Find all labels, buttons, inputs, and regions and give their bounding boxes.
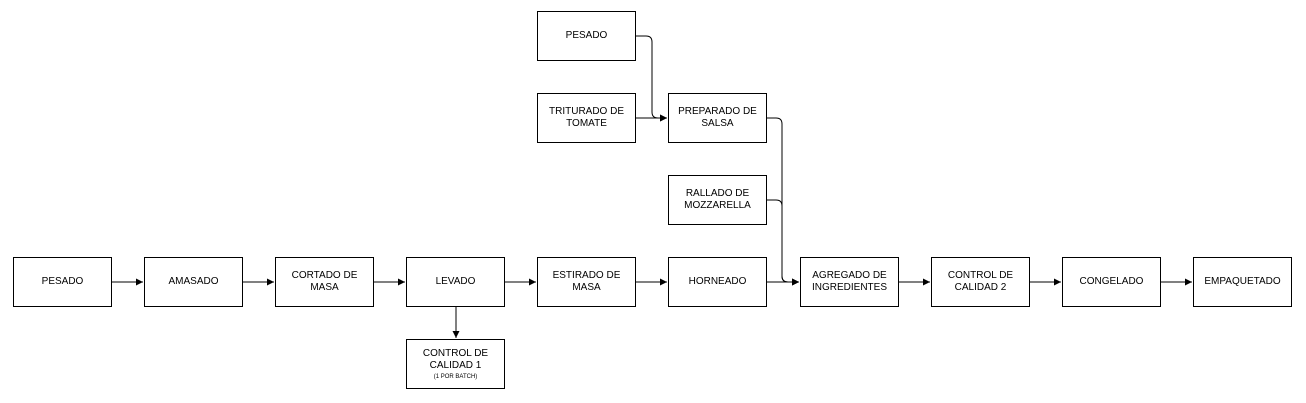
node-estirado-de-masa: ESTIRADO DE MASA xyxy=(537,257,636,307)
node-horneado: HORNEADO xyxy=(668,257,767,307)
node-triturado-de-tomate: TRITURADO DE TOMATE xyxy=(537,93,636,143)
node-agregado-de-ingredientes-label: AGREGADO DE INGREDIENTES xyxy=(811,270,887,293)
node-preparado-de-salsa-label: PREPARADO DE SALSA xyxy=(678,106,757,129)
node-rallado-de-mozzarella-label: RALLADO DE MOZZARELLA xyxy=(684,188,751,211)
node-amasado: AMASADO xyxy=(144,257,243,307)
arrow-rallado-to-agregado xyxy=(767,199,799,286)
node-agregado-de-ingredientes: AGREGADO DE INGREDIENTES xyxy=(800,257,899,307)
node-control-de-calidad-2-label: CONTROL DE CALIDAD 2 xyxy=(947,270,1014,293)
node-cortado-de-masa: CORTADO DE MASA xyxy=(275,257,374,307)
node-preparado-de-salsa: PREPARADO DE SALSA xyxy=(668,93,767,143)
node-empaquetado-label: EMPAQUETADO xyxy=(1204,276,1281,287)
node-control-de-calidad-1-label: CONTROL DE CALIDAD 1 xyxy=(422,347,489,371)
node-control-de-calidad-2: CONTROL DE CALIDAD 2 xyxy=(931,257,1030,307)
node-levado-label: LEVADO xyxy=(435,276,476,287)
node-levado: LEVADO xyxy=(406,257,505,307)
node-congelado: CONGELADO xyxy=(1062,257,1161,307)
node-triturado-de-tomate-label: TRITURADO DE TOMATE xyxy=(549,106,624,129)
node-estirado-de-masa-label: ESTIRADO DE MASA xyxy=(552,270,621,293)
node-pesado: PESADO xyxy=(13,257,112,307)
node-congelado-label: CONGELADO xyxy=(1079,276,1144,287)
node-pesado-label: PESADO xyxy=(41,276,84,287)
node-empaquetado: EMPAQUETADO xyxy=(1193,257,1292,307)
node-rallado-de-mozzarella: RALLADO DE MOZZARELLA xyxy=(668,175,767,225)
node-pesado-salsa-label: PESADO xyxy=(565,30,608,41)
arrow-pesado-top-to-preparado xyxy=(636,35,667,122)
node-pesado-salsa: PESADO xyxy=(537,11,636,61)
node-control-de-calidad-1-note: (1 POR BATCH) xyxy=(433,373,478,380)
node-control-de-calidad-1: CONTROL DE CALIDAD 1 (1 POR BATCH) xyxy=(406,339,505,389)
node-amasado-label: AMASADO xyxy=(168,276,219,287)
node-cortado-de-masa-label: CORTADO DE MASA xyxy=(291,270,358,293)
node-horneado-label: HORNEADO xyxy=(688,276,747,287)
